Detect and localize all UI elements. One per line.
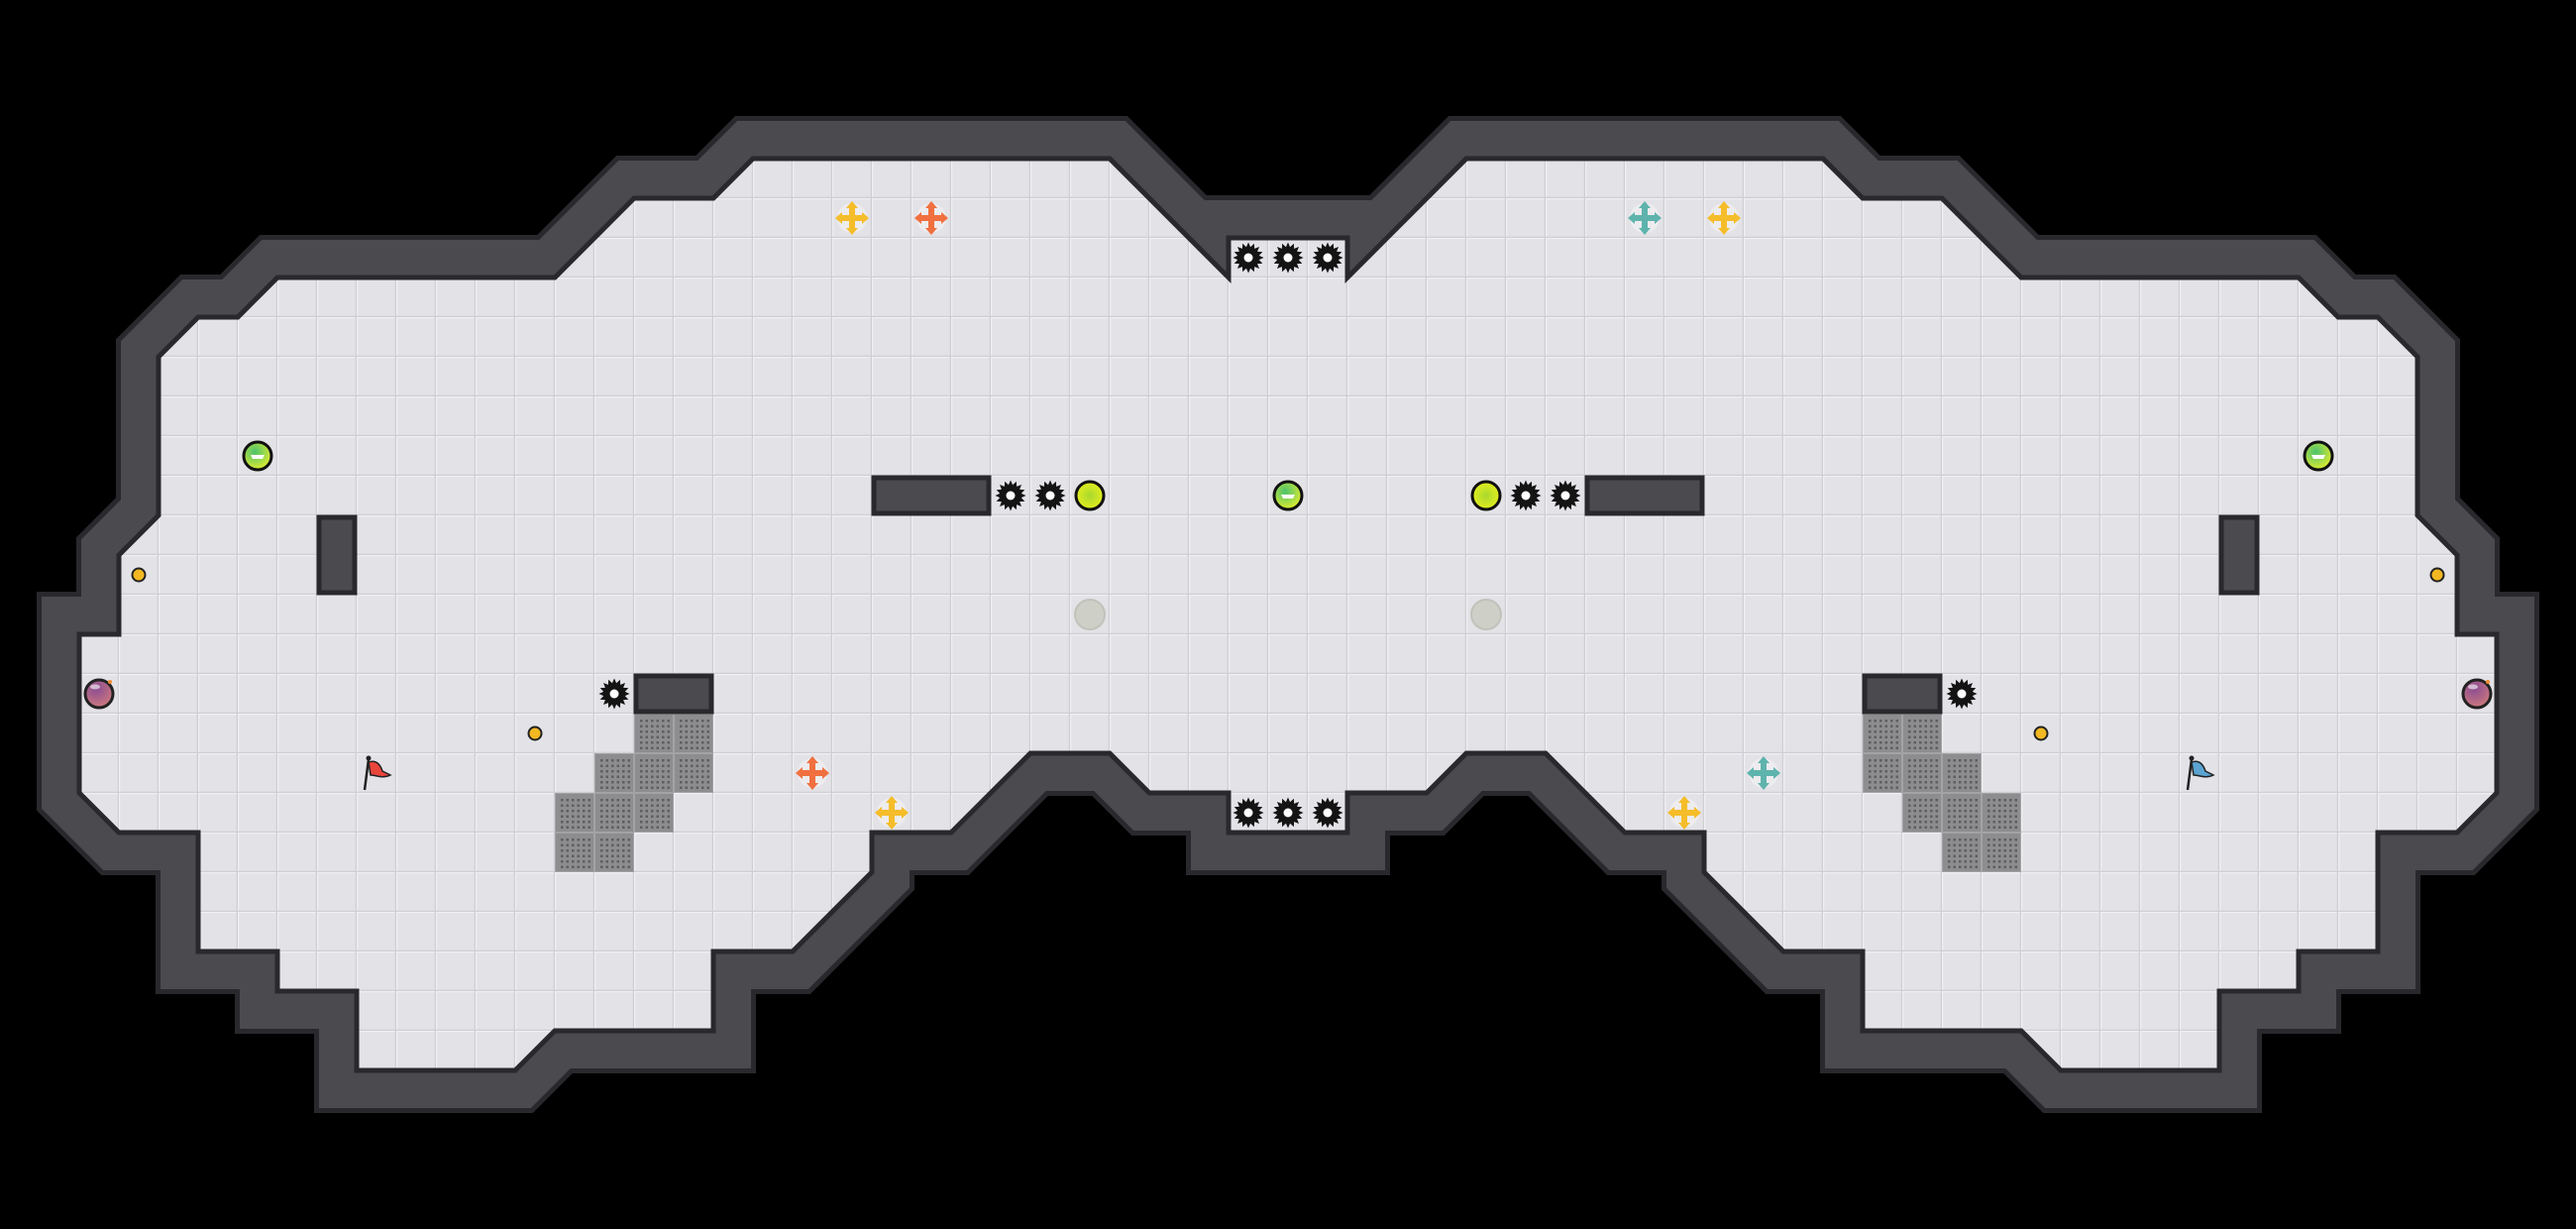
boost-arrows-icon	[1628, 201, 1662, 235]
powerup-icon	[242, 440, 273, 472]
inactive-portal-icon	[1074, 599, 1106, 630]
boost-arrows-icon	[914, 201, 948, 235]
spike-icon	[1034, 480, 1066, 511]
wall-block	[316, 514, 358, 596]
map-objects	[83, 201, 2493, 872]
yellow-button-icon	[1074, 480, 1106, 511]
blue-flag-icon	[2186, 755, 2215, 791]
grate-tile	[1982, 833, 2021, 872]
grate-tile	[674, 714, 713, 753]
grate-tile	[634, 793, 674, 833]
boost-arrows-icon	[796, 756, 829, 790]
bomb-icon	[2461, 678, 2493, 710]
grate-tile	[1863, 714, 1902, 753]
grate-tile	[1902, 714, 1942, 753]
spike-icon	[1312, 242, 1343, 274]
powerup-icon	[1272, 480, 1304, 511]
grate-tile	[594, 833, 634, 872]
grate-tile	[1982, 793, 2021, 833]
boost-arrows-icon	[875, 796, 909, 830]
boost-arrows-icon	[1667, 796, 1701, 830]
arena-floor	[76, 156, 2500, 1073]
gold-dot-icon	[131, 567, 147, 583]
wall-block	[633, 673, 714, 715]
grate-tile	[634, 753, 674, 793]
spike-icon	[1272, 797, 1304, 829]
spike-icon	[1510, 480, 1542, 511]
bomb-icon	[83, 678, 115, 710]
grate-tile	[594, 753, 634, 793]
spike-icon	[1233, 242, 1264, 274]
gold-dot-icon	[527, 726, 543, 741]
gold-dot-icon	[2429, 567, 2445, 583]
grate-tile	[555, 833, 594, 872]
powerup-icon	[2303, 440, 2334, 472]
boost-arrows-icon	[1747, 756, 1780, 790]
wall-block	[871, 475, 992, 516]
grate-tile	[1902, 753, 1942, 793]
grate-tile	[1942, 753, 1982, 793]
boost-arrows-icon	[835, 201, 869, 235]
grate-tile	[594, 793, 634, 833]
grate-tile	[1863, 753, 1902, 793]
wall-block	[1584, 475, 1705, 516]
spike-icon	[1550, 480, 1581, 511]
spike-icon	[1312, 797, 1343, 829]
grate-tile	[1902, 793, 1942, 833]
floor-tiles	[76, 156, 2500, 1073]
grate-tile	[555, 793, 594, 833]
spike-icon	[1272, 242, 1304, 274]
yellow-button-icon	[1470, 480, 1502, 511]
inactive-portal-icon	[1470, 599, 1502, 630]
boost-arrows-icon	[1707, 201, 1741, 235]
grate-tile	[674, 753, 713, 793]
grate-tile	[1942, 833, 1982, 872]
wall-block	[2218, 514, 2260, 596]
spike-icon	[1233, 797, 1264, 829]
spike-icon	[598, 678, 630, 710]
grate-tile	[634, 714, 674, 753]
wall-block	[1862, 673, 1943, 715]
red-flag-icon	[363, 755, 392, 791]
gold-dot-icon	[2033, 726, 2049, 741]
spike-icon	[1946, 678, 1978, 710]
spike-icon	[995, 480, 1026, 511]
grate-tile	[1942, 793, 1982, 833]
